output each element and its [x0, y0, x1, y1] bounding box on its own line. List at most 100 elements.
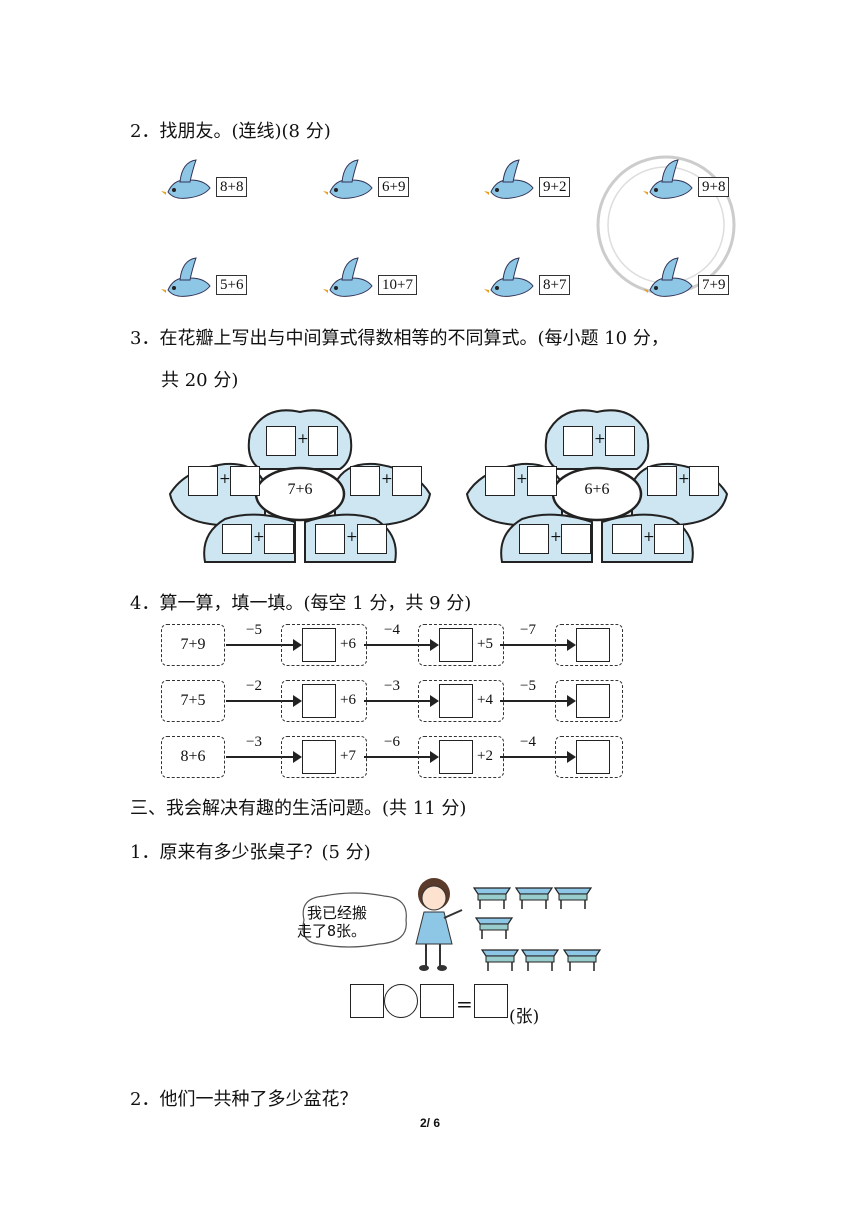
chain-1-answer-2[interactable] [439, 628, 473, 662]
section3-title: 三、我会解决有趣的生活问题。(共 11 分) [130, 798, 467, 819]
flower-1-petal-4-box-b[interactable] [264, 524, 294, 554]
flower-1-petal-3-box-a[interactable] [350, 466, 380, 496]
flower-1-petal-4-box-a[interactable] [222, 524, 252, 554]
chain-3-add-2: +2 [477, 748, 493, 764]
flower-2-petal-5-plus: + [643, 529, 655, 545]
chain-1-box-1: +6 [281, 624, 367, 666]
desk-1 [472, 882, 512, 914]
chain-2-answer-1[interactable] [302, 684, 336, 718]
flower-2-petal-3-plus: + [678, 471, 690, 487]
chain-1-answer-3[interactable] [576, 628, 610, 662]
q2-title: 2．找朋友。(连线)(8 分) [130, 121, 331, 142]
desk-5 [480, 944, 520, 976]
bird-bottom-label-2[interactable]: 10+7 [378, 275, 417, 295]
bird-bottom-label-3[interactable]: 8+7 [539, 275, 571, 295]
chain-1-add-2: +5 [477, 636, 493, 652]
desk-4 [474, 912, 514, 944]
bird-bottom-label-1[interactable]: 5+6 [216, 275, 248, 295]
flower-1-petal-5-box-b[interactable] [357, 524, 387, 554]
equation-operator-circle[interactable] [384, 984, 418, 1018]
flower-2-petal-3-box-a[interactable] [647, 466, 677, 496]
bird-bottom-3 [483, 256, 537, 302]
chain-3-answer-1[interactable] [302, 740, 336, 774]
flower-2-petal-4-box-a[interactable] [519, 524, 549, 554]
flower-1-petal-2-box-b[interactable] [230, 466, 260, 496]
flower-2-petal-1-plus: + [594, 431, 606, 447]
chain-3-arrow-1 [226, 751, 302, 763]
speech-line2: 走了8张。 [297, 922, 367, 940]
flower-1-petal-1-box-b[interactable] [308, 426, 338, 456]
flower-1-petal-5-plus: + [346, 529, 358, 545]
speech-line1: 我已经搬 [307, 904, 368, 922]
chain-2-box-3 [555, 680, 623, 722]
flower-2-petal-1-box-b[interactable] [605, 426, 635, 456]
chain-1-arrow-3 [500, 639, 576, 651]
equation-unit: (张) [509, 1007, 540, 1027]
chain-1-op-1: −5 [246, 622, 262, 638]
chain-2-answer-2[interactable] [439, 684, 473, 718]
chain-3-op-1: −3 [246, 734, 262, 750]
flower-2-petal-4-box-b[interactable] [561, 524, 591, 554]
bird-top-3 [483, 158, 537, 204]
chain-2-arrow-3 [500, 695, 576, 707]
chain-start-2: 7+5 [161, 680, 225, 722]
chain-2-op-2: −3 [384, 678, 400, 694]
equation-answer-box[interactable] [474, 984, 508, 1018]
problem2-title: 2．他们一共种了多少盆花？ [130, 1089, 358, 1110]
chain-3-box-2: +2 [418, 736, 504, 778]
speech-bubble [302, 892, 407, 948]
q3-title-line2: 共 20 分) [161, 370, 239, 391]
bird-bottom-label-4[interactable]: 7+9 [698, 275, 730, 295]
chain-2-answer-3[interactable] [576, 684, 610, 718]
chain-3-box-1: +7 [281, 736, 367, 778]
chain-2-op-3: −5 [520, 678, 536, 694]
chain-1-op-3: −7 [520, 622, 536, 638]
chain-3-box-3 [555, 736, 623, 778]
bird-top-4 [642, 158, 696, 204]
flower-2-petal-2-box-b[interactable] [527, 466, 557, 496]
chain-2-add-2: +4 [477, 692, 493, 708]
flower-1-petal-1-plus: + [297, 431, 309, 447]
flower-1-petal-4-plus: + [253, 529, 265, 545]
desk-6 [520, 944, 560, 976]
desk-7 [562, 944, 602, 976]
chain-3-answer-3[interactable] [576, 740, 610, 774]
flower-2-petal-2-box-a[interactable] [485, 466, 515, 496]
bird-top-label-2[interactable]: 6+9 [378, 177, 410, 197]
bird-bottom-1 [160, 256, 214, 302]
chain-1-op-2: −4 [384, 622, 400, 638]
chain-1-add-1: +6 [340, 636, 356, 652]
chain-2-box-2: +4 [418, 680, 504, 722]
bird-bottom-4 [642, 256, 696, 302]
equation-box-2[interactable] [420, 984, 454, 1018]
bird-top-label-3[interactable]: 9+2 [539, 177, 571, 197]
q4-title: 4．算一算，填一填。(每空 1 分，共 9 分) [130, 593, 472, 614]
chain-3-arrow-3 [500, 751, 576, 763]
flower-1-petal-3-box-b[interactable] [392, 466, 422, 496]
chain-3-arrow-2 [364, 751, 439, 763]
equation-box-1[interactable] [350, 984, 384, 1018]
flower-2-petal-5-box-b[interactable] [654, 524, 684, 554]
chain-3-answer-2[interactable] [439, 740, 473, 774]
bird-top-label-4[interactable]: 9+8 [698, 177, 730, 197]
desk-2 [514, 882, 554, 914]
chain-start-3: 8+6 [161, 736, 225, 778]
flower-2-petal-1-box-a[interactable] [563, 426, 593, 456]
chain-2-box-1: +6 [281, 680, 367, 722]
flower-2-petal-5-box-a[interactable] [612, 524, 642, 554]
flower-1-petal-3-plus: + [381, 471, 393, 487]
bird-bottom-2 [322, 256, 376, 302]
q3-title-line1: 3．在花瓣上写出与中间算式得数相等的不同算式。(每小题 10 分， [130, 328, 669, 349]
flower-2-petal-2-plus: + [516, 471, 528, 487]
chain-1-answer-1[interactable] [302, 628, 336, 662]
page-number: 2/ 6 [419, 1116, 440, 1130]
chain-3-add-1: +7 [340, 748, 356, 764]
chain-1-arrow-2 [364, 639, 439, 651]
problem1-title: 1．原来有多少张桌子？(5 分) [130, 842, 371, 863]
flower-1-petal-5-box-a[interactable] [315, 524, 345, 554]
flower-2-petal-3-box-b[interactable] [689, 466, 719, 496]
bird-top-label-1[interactable]: 8+8 [216, 177, 248, 197]
flower-1-petal-1-box-a[interactable] [266, 426, 296, 456]
flower-1-petal-2-box-a[interactable] [188, 466, 218, 496]
chain-2-op-1: −2 [246, 678, 262, 694]
